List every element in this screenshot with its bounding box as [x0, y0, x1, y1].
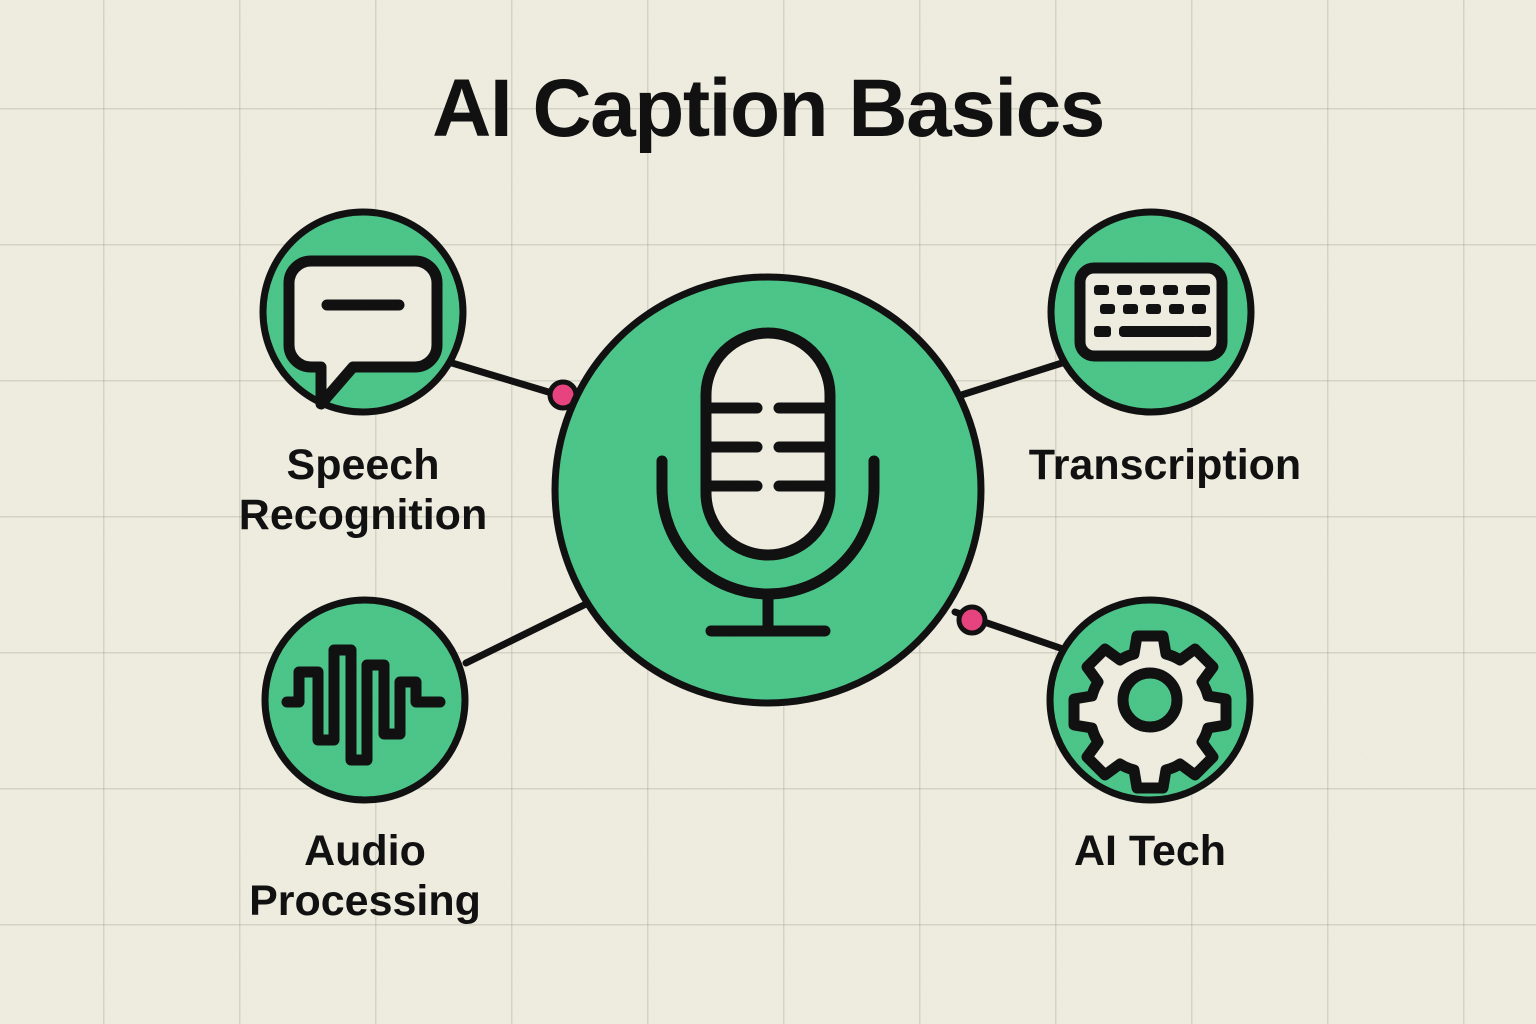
node-label-speech-recognition: Speech Recognition [238, 441, 488, 540]
node-label-transcription: Transcription [1028, 441, 1302, 489]
node-label-audio-processing: Audio Processing [249, 827, 481, 926]
gear-icon [1068, 630, 1232, 794]
node-label-ai-tech: AI Tech [1073, 827, 1227, 875]
page-title: AI Caption Basics [432, 63, 1105, 154]
